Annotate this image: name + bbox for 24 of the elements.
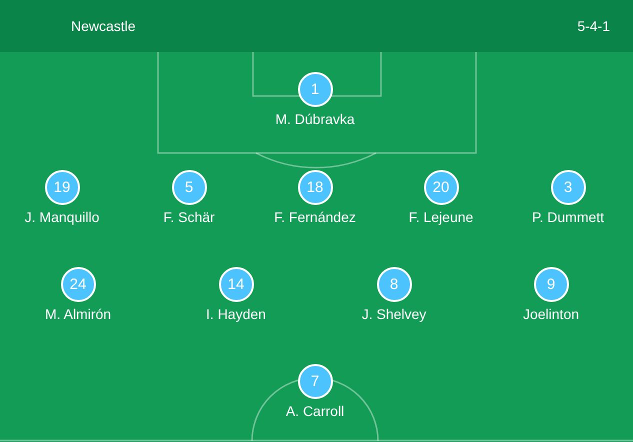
player-name: J. Manquillo xyxy=(24,209,100,225)
player-name: F. Lejeune xyxy=(408,209,474,225)
player-name: Joelinton xyxy=(522,306,580,322)
player-number-circle: 8 xyxy=(376,266,412,302)
player-name: A. Carroll xyxy=(286,403,344,419)
player-name: F. Schär xyxy=(163,209,215,225)
player-name: F. Fernández xyxy=(274,209,356,225)
player-name: I. Hayden xyxy=(206,306,266,322)
player-name: M. Dúbravka xyxy=(275,111,355,127)
player-name: P. Dummett xyxy=(532,209,604,225)
player-number-circle: 20 xyxy=(424,170,458,204)
player-number-circle: 14 xyxy=(218,266,254,302)
formation-label: 5-4-1 xyxy=(577,18,610,34)
player-number-circle: 18 xyxy=(298,170,332,204)
player-number-circle: 24 xyxy=(60,266,96,302)
player-number-circle: 7 xyxy=(298,364,332,398)
player-number-circle: 3 xyxy=(550,170,586,204)
player-number-circle: 19 xyxy=(44,170,80,204)
player-number-circle: 5 xyxy=(172,170,206,204)
player-number-circle: 1 xyxy=(298,72,332,106)
player-name: M. Almirón xyxy=(44,306,112,322)
team-name: Newcastle xyxy=(71,18,136,34)
player-name: J. Shelvey xyxy=(362,306,426,322)
player-number-circle: 9 xyxy=(534,266,568,302)
